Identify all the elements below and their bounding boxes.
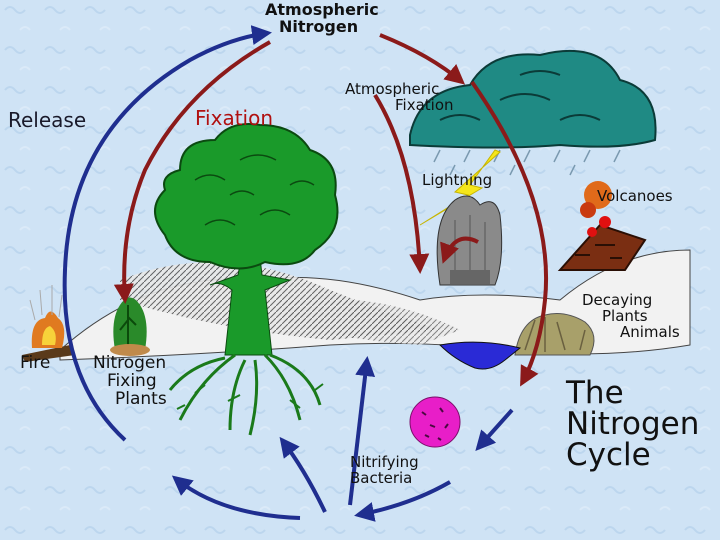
nitrogen-fixing-shrub	[110, 297, 150, 356]
label-nitrifying-bacteria: Nitrifying Bacteria	[350, 453, 419, 487]
label-decaying-plants-animals: Decaying Plants Animals	[582, 291, 680, 341]
label-lightning: Lightning	[422, 171, 493, 189]
fire	[22, 285, 75, 362]
label-atmospheric-nitrogen: Atmospheric Nitrogen	[265, 0, 379, 36]
label-fire: Fire	[20, 353, 51, 373]
fixation-arrows	[113, 33, 549, 387]
storm-cloud	[409, 49, 657, 176]
nitrifying-bacteria-blob	[409, 396, 461, 448]
decaying-plants	[514, 313, 595, 356]
label-fixation: Fixation	[195, 106, 274, 130]
label-volcanoes: Volcanoes	[597, 187, 673, 205]
volcano	[557, 181, 647, 271]
label-nitrogen-fixing-plants: Nitrogen Fixing Plants	[93, 353, 167, 409]
label-release: Release	[8, 108, 87, 132]
label-atmospheric-fixation: Atmospheric Fixation	[345, 80, 454, 114]
tree	[154, 123, 339, 436]
release-arrows	[62, 25, 514, 522]
water-pond	[438, 341, 522, 370]
diagram-title: The Nitrogen Cycle	[566, 375, 700, 473]
lightning-bolt	[419, 149, 501, 226]
